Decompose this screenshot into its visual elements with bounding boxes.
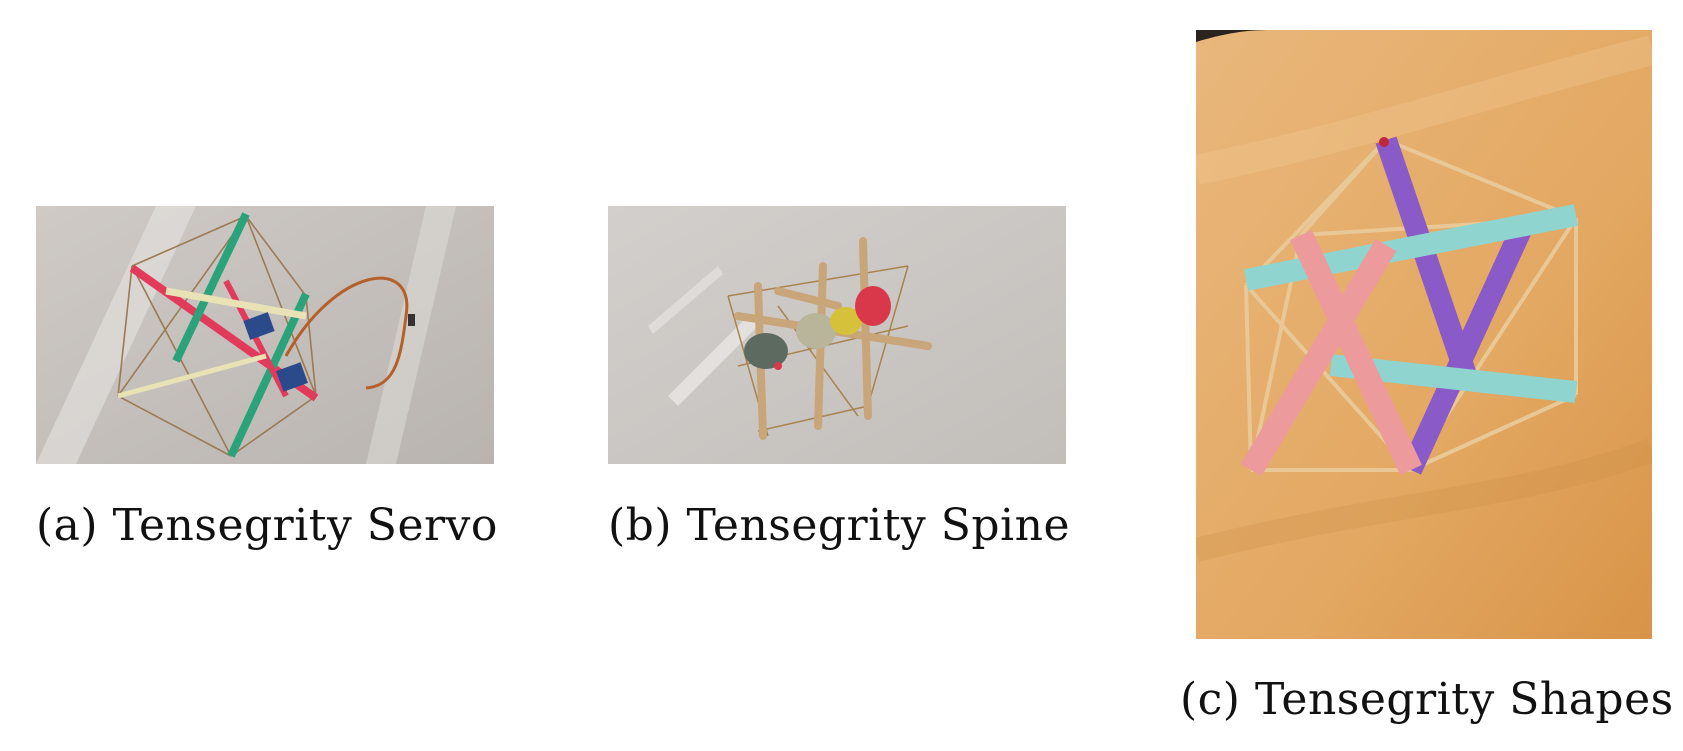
photo-tensegrity-shapes — [1196, 30, 1652, 639]
photo-tensegrity-servo — [36, 206, 494, 464]
subfigure-caption: Tensegrity Spine — [686, 500, 1070, 551]
caption-c: (c) Tensegrity Shapes — [1180, 674, 1673, 725]
subfigure-label: (a) — [36, 500, 99, 551]
photo-tensegrity-spine — [608, 206, 1066, 464]
caption-a: (a) Tensegrity Servo — [36, 500, 497, 551]
subfigure-label: (b) — [608, 500, 672, 551]
subfigure-label: (c) — [1180, 674, 1241, 725]
subfigure-caption: Tensegrity Servo — [112, 500, 498, 551]
caption-b: (b) Tensegrity Spine — [608, 500, 1069, 551]
subfigure-caption: Tensegrity Shapes — [1254, 674, 1674, 725]
